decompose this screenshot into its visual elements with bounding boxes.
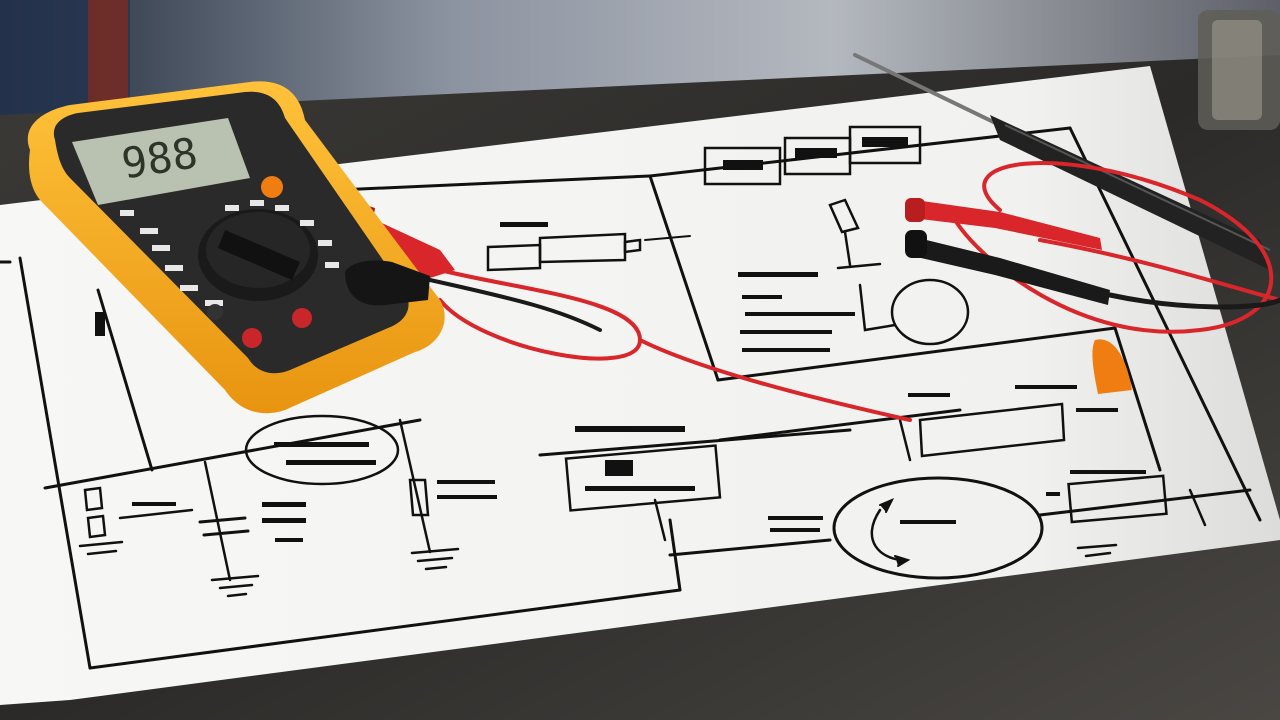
multimeter-jack[interactable]: [242, 328, 262, 348]
multimeter-display-value: 988: [118, 128, 201, 188]
multimeter-power-button[interactable]: [261, 176, 283, 198]
multimeter-dial-scale: [120, 200, 339, 306]
orange-marker: [1092, 339, 1132, 394]
soldering-iron: [853, 53, 1271, 270]
black-wire: [428, 278, 602, 332]
multimeter-lcd: [72, 118, 250, 205]
probe-wires: [428, 161, 1280, 422]
glass-bottle: [1198, 10, 1280, 130]
multimeter-black-plug: [345, 260, 430, 306]
schematic-motor-circle: [832, 476, 1044, 580]
multimeter-jack[interactable]: [292, 308, 312, 328]
red-probe: [905, 198, 1102, 250]
schematic-oval-component: [244, 414, 400, 486]
black-probe: [905, 230, 1110, 305]
ground-symbol: [210, 574, 260, 598]
schematic-component-box: [703, 146, 782, 186]
multimeter: 988: [27, 81, 445, 414]
schematic-label-marks: [95, 137, 1146, 542]
multimeter-jack[interactable]: [207, 304, 223, 320]
multimeter-dial-knob: [218, 230, 300, 280]
